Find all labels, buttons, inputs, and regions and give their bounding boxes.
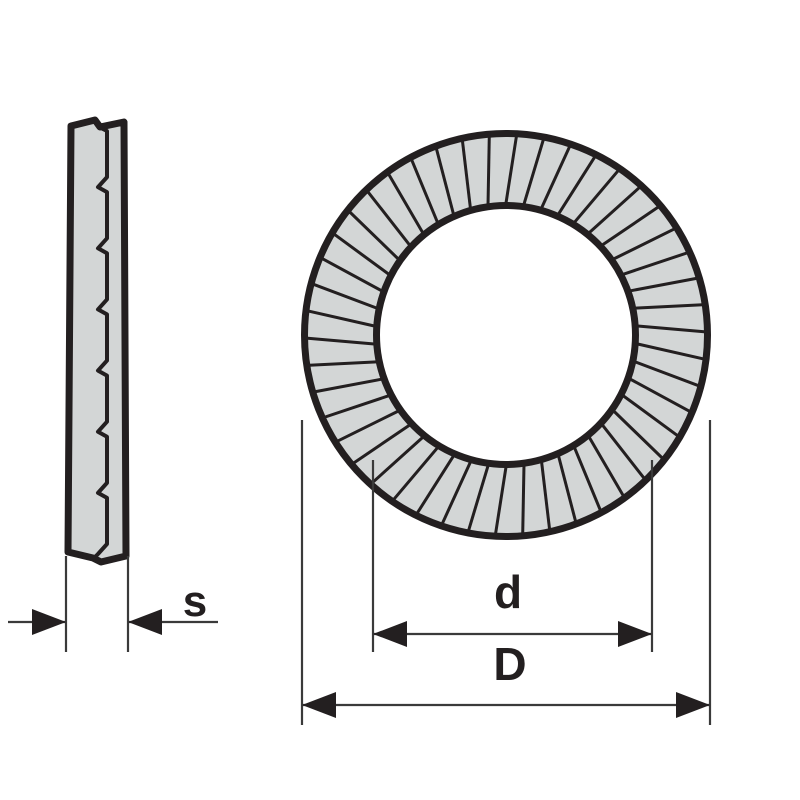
inner-diameter-dimension-label: d	[494, 566, 522, 618]
serration-rib	[308, 281, 378, 310]
serration-rib	[433, 143, 455, 215]
serration-rib	[629, 377, 695, 416]
thickness-arrow-left	[32, 609, 66, 635]
serration-rib	[622, 249, 693, 276]
serration-rib	[384, 169, 424, 234]
serration-rib	[522, 134, 547, 205]
side-section-outline	[64, 116, 130, 566]
serration-rib-group	[301, 131, 711, 539]
serration-rib	[504, 131, 519, 204]
outer-diameter-arrow-right	[676, 692, 710, 718]
serration-rib	[630, 275, 702, 293]
serration-rib	[465, 465, 490, 536]
serration-rib	[634, 360, 704, 389]
side-section-view	[64, 116, 130, 566]
serration-rib	[329, 230, 390, 276]
serration-rib	[413, 455, 455, 519]
serration-rib	[438, 461, 472, 529]
serration-rib	[303, 308, 375, 328]
serration-rib	[345, 207, 400, 260]
serration-rib	[301, 336, 375, 346]
outer-diameter-dimension-label: D	[493, 638, 526, 690]
serration-rib	[557, 151, 599, 215]
serration-rib	[304, 360, 377, 367]
outer-diameter-arrow-left	[302, 692, 336, 718]
serration-rib	[319, 394, 390, 421]
serration-rib	[408, 154, 439, 223]
serration-rib	[601, 202, 664, 247]
serration-rib	[389, 446, 439, 505]
serration-rib	[637, 342, 709, 362]
serration-rib	[637, 324, 711, 334]
serration-rib	[557, 455, 579, 527]
serration-rib	[573, 447, 604, 516]
serration-rib	[332, 409, 399, 445]
dimension-group	[8, 420, 712, 725]
thickness-dimension-label: s	[183, 577, 207, 626]
top-plan-view	[301, 130, 711, 540]
serration-rib	[601, 424, 649, 484]
washer-inner-hole-circle	[373, 202, 639, 468]
serration-rib	[540, 461, 552, 535]
thickness-arrow-right	[128, 609, 162, 635]
serration-rib	[622, 394, 683, 440]
serration-rib	[613, 225, 680, 261]
serration-rib	[460, 135, 472, 209]
serration-rib	[493, 466, 508, 539]
side-section-step-line	[92, 125, 109, 560]
serration-rib	[612, 410, 667, 463]
inner-diameter-arrow-right	[618, 621, 652, 647]
serration-rib	[348, 423, 411, 468]
inner-diameter-arrow-left	[373, 621, 407, 647]
serration-rib	[317, 254, 383, 293]
serration-rib	[363, 186, 411, 246]
serration-rib	[540, 141, 574, 209]
serration-rib	[486, 131, 491, 205]
serration-rib	[635, 303, 708, 310]
serration-rib	[310, 377, 382, 395]
serration-rib	[588, 436, 628, 501]
serration-rib	[367, 436, 424, 488]
serration-rib	[521, 465, 526, 539]
serration-rib	[573, 165, 623, 224]
serration-rib	[588, 182, 645, 234]
